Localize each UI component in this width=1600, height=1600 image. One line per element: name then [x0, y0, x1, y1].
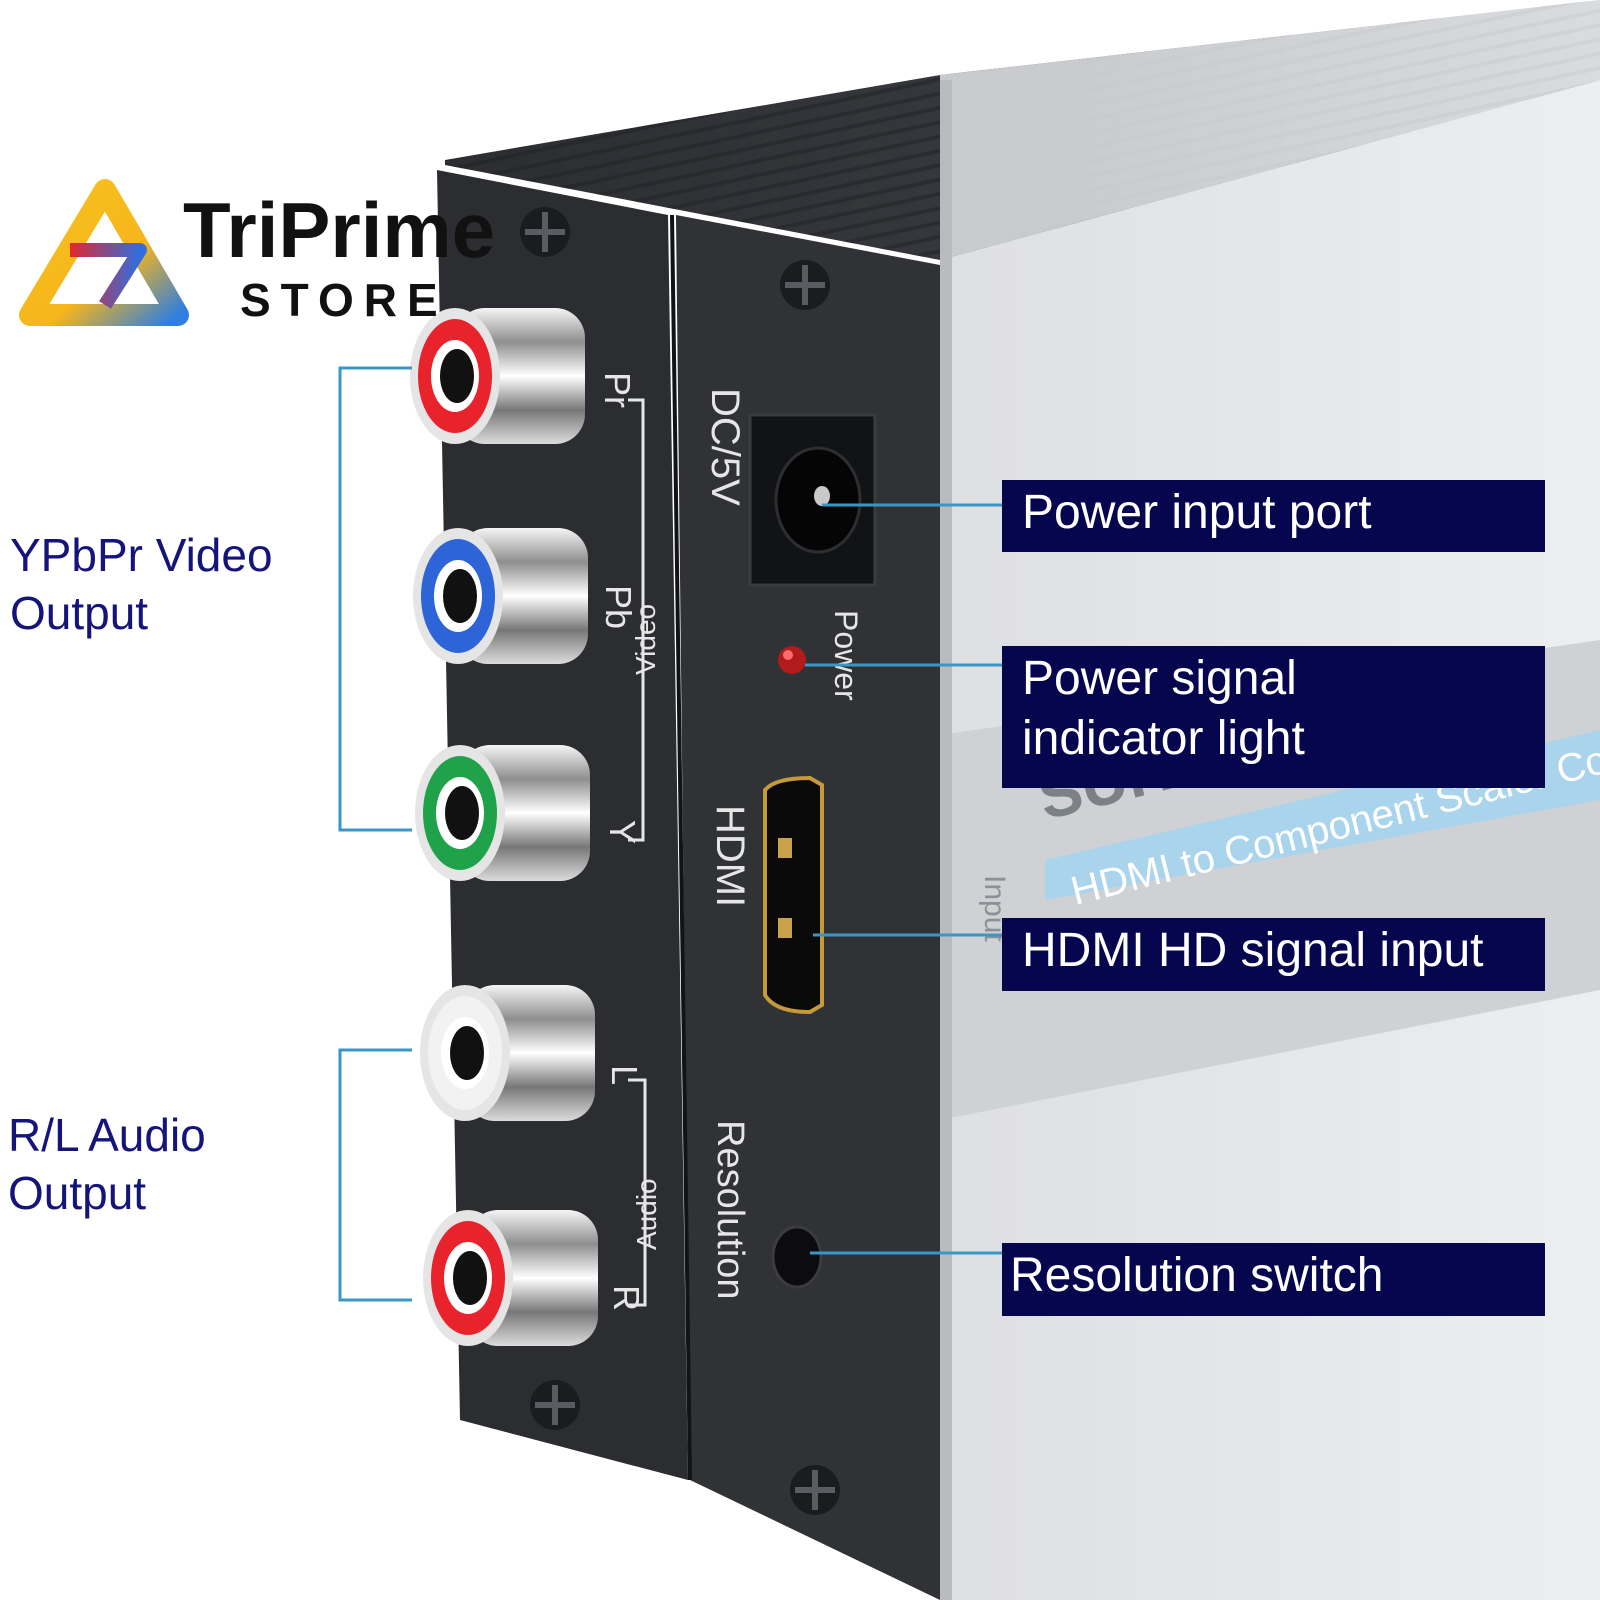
- callout-resolution-switch-text: Resolution switch: [1010, 1249, 1384, 1302]
- video-output-label: YPbPr Video Output: [10, 526, 273, 642]
- rca-jack-pb[interactable]: [413, 528, 588, 664]
- callout-power-indicator-line1: Power signal: [1022, 652, 1297, 705]
- audio-output-line2: Output: [8, 1167, 147, 1219]
- audio-group-bracket: [628, 1078, 647, 1307]
- video-group-bracket: [628, 398, 645, 842]
- audio-output-label: R/L Audio Output: [8, 1106, 206, 1222]
- label-r: R: [606, 1285, 647, 1311]
- rca-jack-y[interactable]: [415, 745, 590, 881]
- callout-hdmi-input: HDMI HD signal input: [1002, 918, 1545, 991]
- label-resolution: Resolution: [709, 1120, 751, 1300]
- device-top-highlight: [940, 0, 1600, 260]
- label-y: Y: [602, 820, 643, 844]
- screw-icon: [780, 260, 830, 310]
- callout-resolution-switch: Resolution switch: [1002, 1243, 1545, 1316]
- callout-hdmi-input-text: HDMI HD signal input: [1022, 924, 1484, 977]
- rca-jack-l[interactable]: [420, 985, 595, 1121]
- dc-power-jack[interactable]: [748, 413, 877, 587]
- video-output-line1: YPbPr Video: [10, 529, 273, 581]
- label-audio: Audio: [631, 1178, 662, 1250]
- brand-subtitle: STORE: [240, 274, 448, 326]
- leader-lines: [338, 366, 1002, 1302]
- callout-power-indicator: Power signal indicator light: [1002, 646, 1545, 788]
- rca-jack-pr[interactable]: [410, 308, 585, 444]
- screw-icon: [520, 207, 570, 257]
- label-pb: Pb: [598, 585, 639, 629]
- screw-icon: [530, 1380, 580, 1430]
- audio-output-line1: R/L Audio: [8, 1109, 206, 1161]
- callout-power-input: Power input port: [1002, 480, 1545, 552]
- label-hdmi: HDMI: [708, 805, 752, 907]
- triprime-logo-icon: [19, 179, 189, 326]
- label-video: Video: [630, 604, 661, 675]
- resolution-switch-button[interactable]: [771, 1225, 823, 1289]
- screw-icon: [790, 1465, 840, 1515]
- hdmi-port[interactable]: [763, 775, 824, 1015]
- callout-power-indicator-line2: indicator light: [1022, 712, 1305, 765]
- callout-power-input-text: Power input port: [1022, 486, 1372, 539]
- video-output-line2: Output: [10, 587, 149, 639]
- label-pr: Pr: [597, 372, 638, 408]
- label-power: Power: [828, 610, 864, 701]
- label-l: L: [604, 1065, 645, 1085]
- label-dc: DC/5V: [703, 388, 747, 506]
- rca-jack-r[interactable]: [423, 1210, 598, 1346]
- brand-name: TriPrime: [183, 186, 496, 274]
- power-led-icon: [778, 646, 806, 674]
